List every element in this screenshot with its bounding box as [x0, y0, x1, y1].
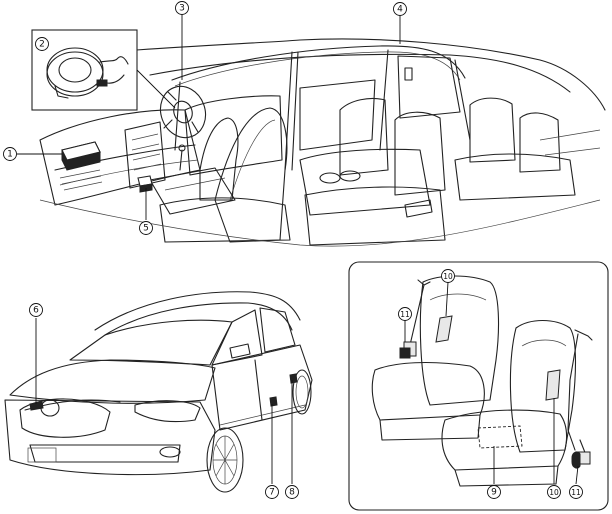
callout-label: 9: [491, 488, 497, 498]
seat-inset: [348, 261, 609, 511]
callout-label: 8: [289, 488, 295, 498]
callout-label: 3: [179, 4, 185, 14]
vehicle-exterior: [4, 291, 313, 493]
callout-10-front-seat: 10: [547, 485, 561, 499]
callout-2: 2: [35, 37, 49, 51]
callout-4: 4: [393, 2, 407, 16]
callout-1: 1: [3, 147, 17, 161]
callout-label: 10: [549, 488, 559, 497]
side-crash-sensor-front: [269, 396, 278, 407]
front-crash-sensor: [29, 401, 44, 411]
callout-label: 6: [33, 306, 39, 316]
side-crash-sensor-rear: [289, 373, 298, 384]
callout-9: 9: [487, 485, 501, 499]
floor-sensor: [137, 175, 153, 193]
callout-label: 10: [443, 272, 453, 281]
leader-lines: [17, 15, 579, 485]
callout-label: 2: [39, 40, 45, 50]
clock-spring-inset: [31, 29, 176, 111]
sas-control-module: [61, 141, 101, 171]
callout-10-rear-seat: 10: [441, 269, 455, 283]
vehicle-interior-cutaway: [39, 38, 606, 247]
callout-label: 11: [400, 310, 410, 319]
callout-11-rear-belt: 11: [398, 307, 412, 321]
callout-5: 5: [139, 221, 153, 235]
callout-3: 3: [175, 1, 189, 15]
callout-label: 5: [143, 224, 149, 234]
callout-7: 7: [265, 485, 279, 499]
callout-11-front-belt: 11: [569, 485, 583, 499]
callout-label: 11: [571, 488, 581, 497]
callout-label: 1: [7, 150, 13, 160]
callout-6: 6: [29, 303, 43, 317]
callout-label: 4: [397, 5, 403, 15]
callout-label: 7: [269, 488, 275, 498]
callout-8: 8: [285, 485, 299, 499]
